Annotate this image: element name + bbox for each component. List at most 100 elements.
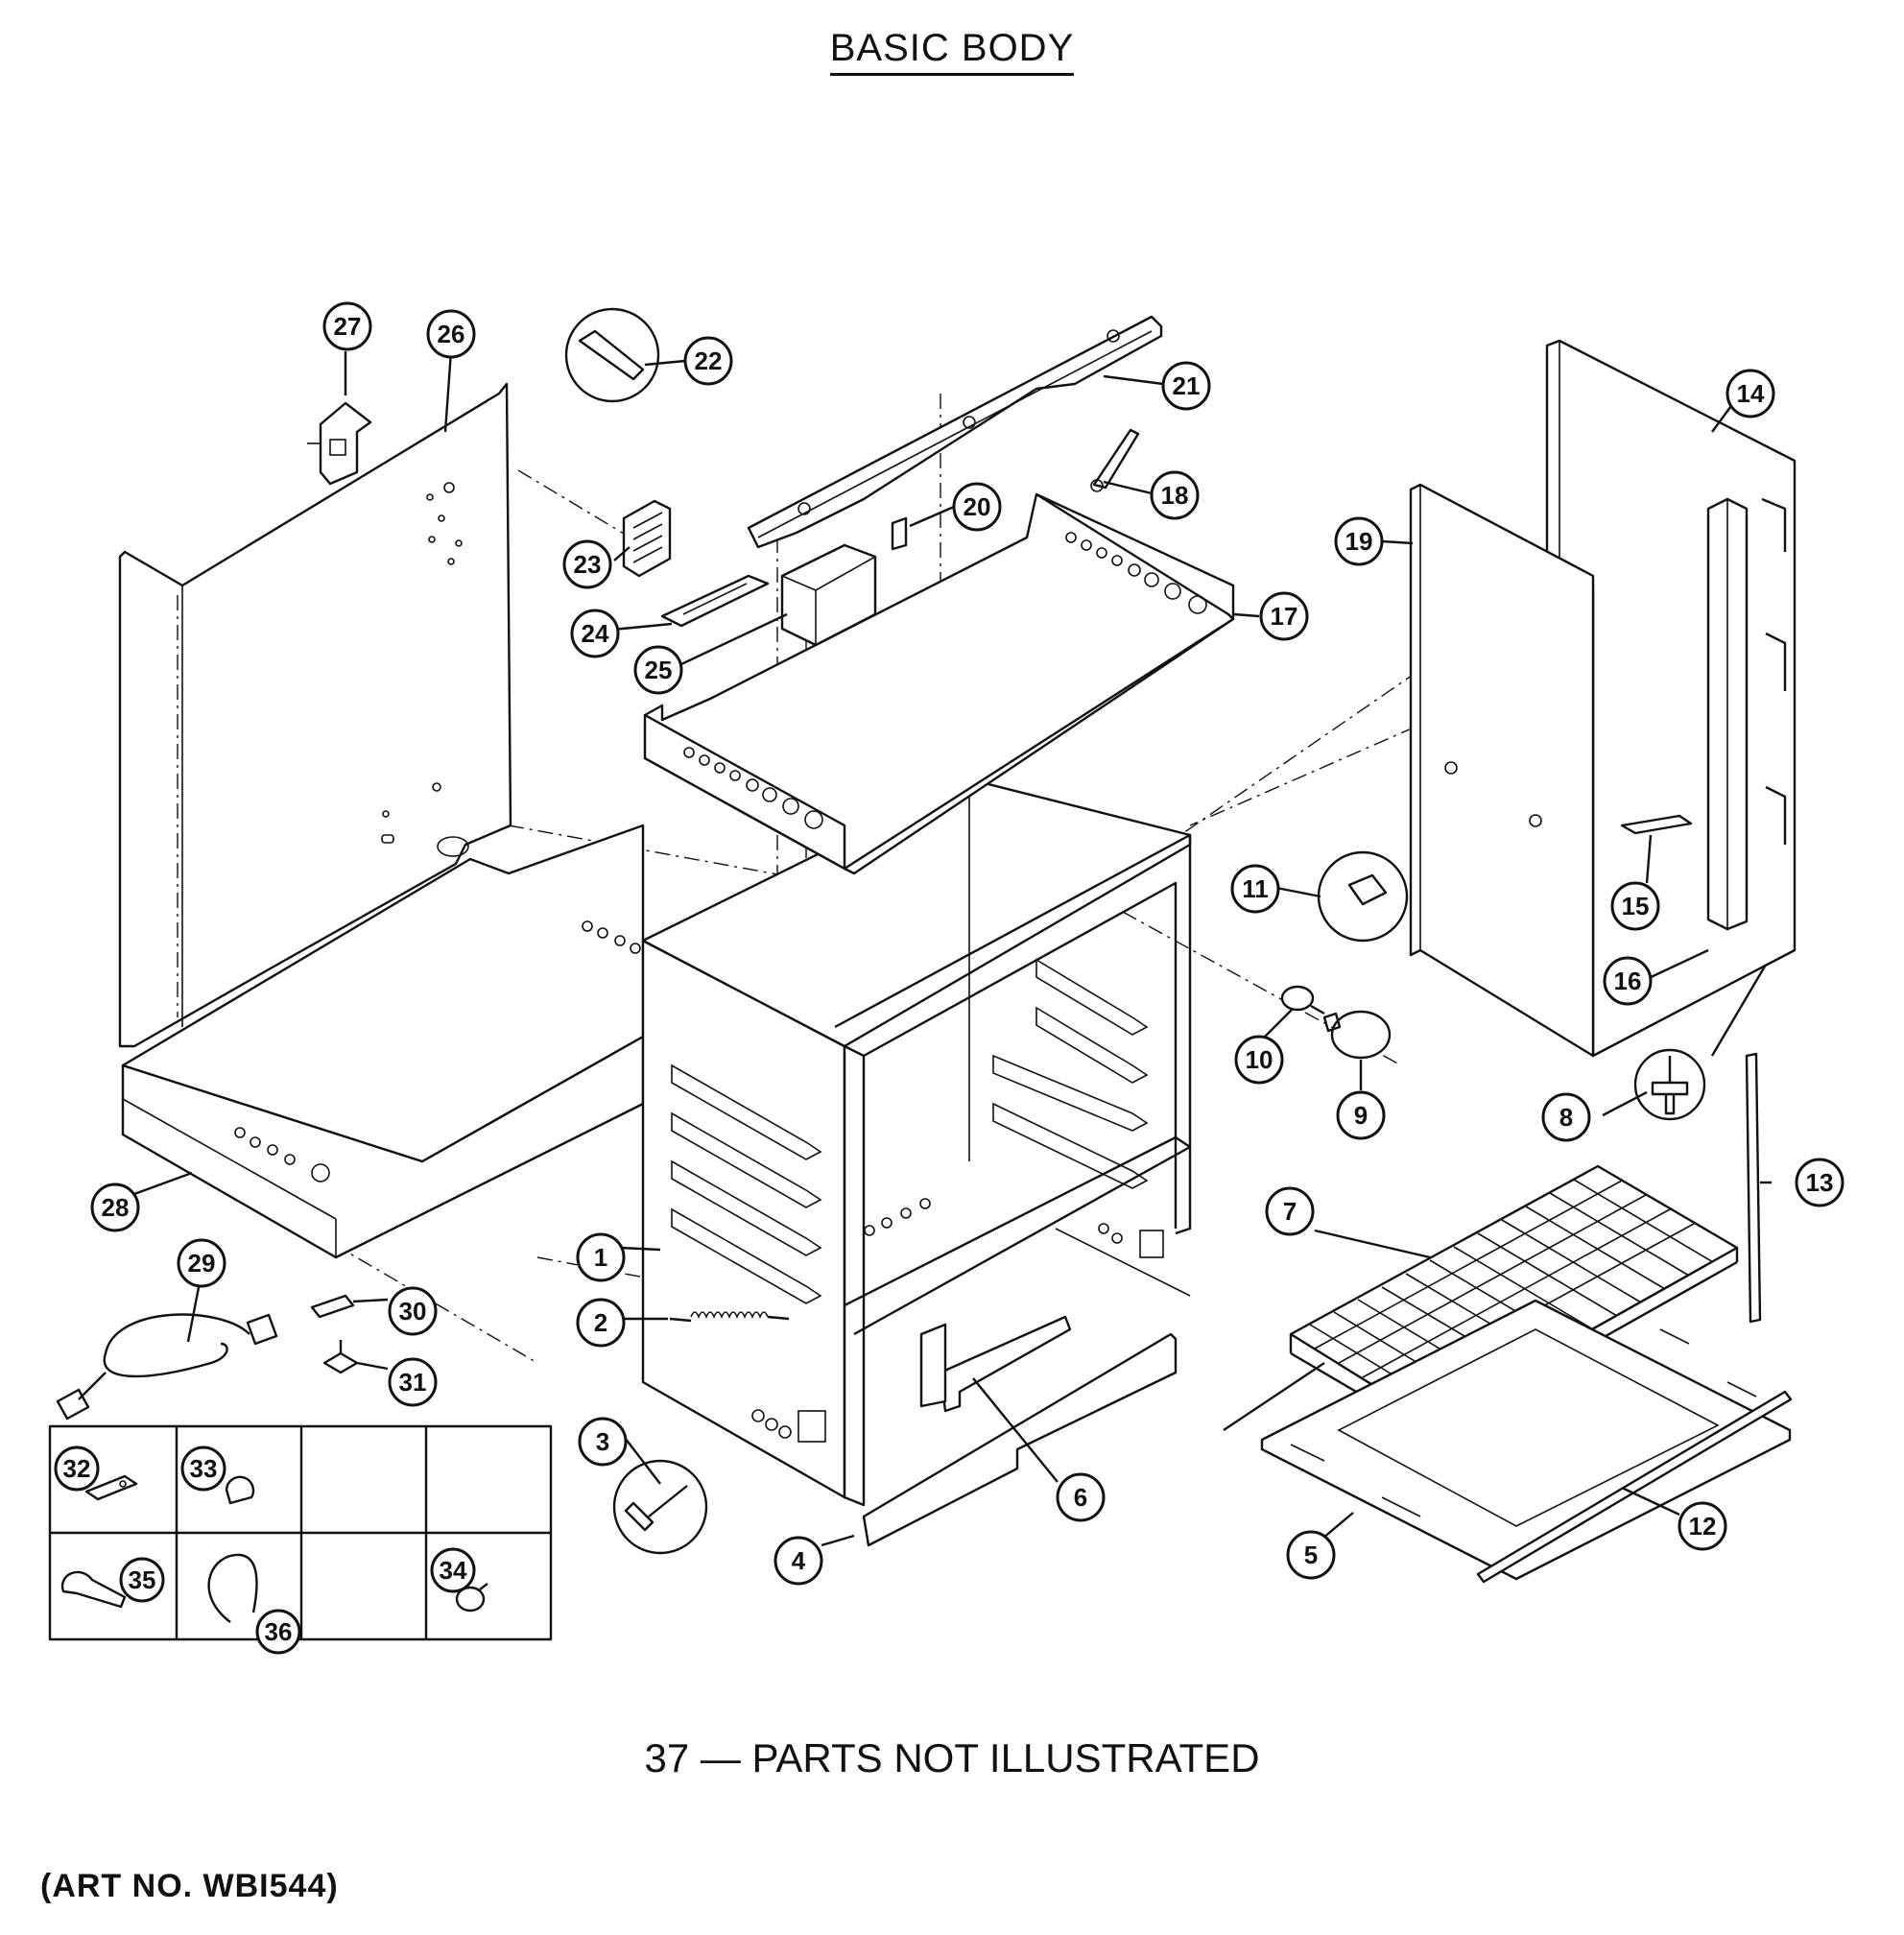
part-socket bbox=[1280, 985, 1325, 1015]
callout-25: 25 bbox=[633, 645, 683, 695]
callout-26: 26 bbox=[426, 309, 476, 359]
part-slot-plate bbox=[660, 574, 770, 628]
callout-30-label: 30 bbox=[399, 1297, 427, 1326]
callout-13: 13 bbox=[1795, 1158, 1844, 1207]
callout-32: 32 bbox=[54, 1445, 100, 1492]
callout-7-label: 7 bbox=[1283, 1197, 1297, 1226]
callout-9: 9 bbox=[1336, 1090, 1386, 1140]
callout-26-label: 26 bbox=[438, 320, 465, 348]
callout-19-label: 19 bbox=[1345, 527, 1373, 556]
leader-lines bbox=[133, 350, 1772, 1547]
callout-3-label: 3 bbox=[596, 1427, 609, 1456]
callout-25-label: 25 bbox=[645, 656, 673, 684]
part-terminal-block bbox=[622, 499, 672, 578]
inset-parts-grid bbox=[48, 1424, 553, 1641]
callout-15-label: 15 bbox=[1622, 892, 1650, 920]
part-base bbox=[121, 824, 645, 1259]
callout-7: 7 bbox=[1265, 1186, 1315, 1236]
part-strip bbox=[1476, 1390, 1793, 1584]
callout-6-label: 6 bbox=[1074, 1483, 1087, 1512]
part-clip bbox=[1090, 428, 1140, 492]
callout-35: 35 bbox=[119, 1557, 165, 1603]
callout-34: 34 bbox=[430, 1547, 476, 1593]
callout-22-label: 22 bbox=[695, 346, 723, 375]
callout-23-label: 23 bbox=[574, 550, 602, 579]
callout-18: 18 bbox=[1150, 470, 1200, 520]
callout-19: 19 bbox=[1334, 516, 1384, 566]
callout-36-label: 36 bbox=[265, 1617, 293, 1646]
callout-17: 17 bbox=[1259, 591, 1309, 641]
callout-16: 16 bbox=[1603, 956, 1653, 1006]
callout-12-label: 12 bbox=[1689, 1512, 1717, 1541]
part-leveler bbox=[1633, 1048, 1706, 1121]
part-top-rail bbox=[747, 315, 1163, 549]
callout-10-label: 10 bbox=[1246, 1045, 1273, 1074]
callout-31-label: 31 bbox=[399, 1368, 427, 1397]
part-rear-panel bbox=[118, 382, 512, 1048]
part-channel bbox=[1706, 497, 1749, 931]
callout-18-label: 18 bbox=[1161, 481, 1189, 510]
callout-15: 15 bbox=[1610, 881, 1660, 931]
callout-14: 14 bbox=[1726, 369, 1775, 418]
callout-22: 22 bbox=[683, 336, 733, 386]
part-small-bracket bbox=[1620, 814, 1693, 835]
callout-12: 12 bbox=[1678, 1501, 1727, 1551]
callout-21: 21 bbox=[1161, 361, 1211, 411]
callout-36: 36 bbox=[255, 1609, 301, 1655]
callout-5: 5 bbox=[1286, 1530, 1336, 1580]
callout-31: 31 bbox=[388, 1357, 438, 1407]
callout-32-label: 32 bbox=[63, 1454, 91, 1483]
callout-20-label: 20 bbox=[964, 492, 991, 521]
part-bulb bbox=[1322, 1010, 1392, 1060]
part-bottom-panel bbox=[1260, 1299, 1792, 1581]
part-spring bbox=[669, 1311, 790, 1323]
part-power-cord bbox=[56, 1313, 278, 1421]
callout-13-label: 13 bbox=[1806, 1168, 1834, 1197]
callout-30: 30 bbox=[388, 1286, 438, 1336]
callout-5-label: 5 bbox=[1304, 1541, 1318, 1569]
part-inner-panel bbox=[1409, 483, 1595, 1058]
part-top-tray bbox=[643, 492, 1235, 875]
part-lamp-holder bbox=[1317, 850, 1409, 943]
callout-16-label: 16 bbox=[1614, 967, 1642, 995]
art-number: (ART NO. WBI544) bbox=[40, 1868, 339, 1904]
callout-14-label: 14 bbox=[1737, 379, 1765, 408]
part-junction-box bbox=[780, 543, 877, 647]
callout-33: 33 bbox=[180, 1445, 226, 1492]
part-detail-circle bbox=[564, 307, 660, 403]
callout-27: 27 bbox=[322, 301, 372, 351]
callout-1-label: 1 bbox=[594, 1243, 607, 1272]
part-hinge-bracket bbox=[919, 1315, 1072, 1413]
part-grommet bbox=[322, 1340, 359, 1374]
callout-17-label: 17 bbox=[1271, 602, 1298, 631]
callout-28: 28 bbox=[90, 1182, 140, 1232]
callout-1: 1 bbox=[576, 1232, 626, 1282]
part-pin bbox=[891, 516, 908, 551]
part-bolt bbox=[612, 1459, 708, 1555]
callout-21-label: 21 bbox=[1173, 371, 1201, 400]
callout-4-label: 4 bbox=[792, 1546, 806, 1575]
callout-24-label: 24 bbox=[582, 619, 609, 648]
callout-29: 29 bbox=[177, 1238, 226, 1288]
callout-9-label: 9 bbox=[1354, 1101, 1368, 1130]
diagram-title-text: BASIC BODY bbox=[829, 27, 1075, 76]
callout-2-label: 2 bbox=[594, 1308, 607, 1337]
callout-8: 8 bbox=[1541, 1092, 1591, 1142]
callout-28-label: 28 bbox=[102, 1193, 130, 1222]
callout-4: 4 bbox=[774, 1536, 823, 1586]
callout-24: 24 bbox=[570, 609, 620, 658]
callout-11-label: 11 bbox=[1242, 874, 1269, 903]
part-bracket bbox=[307, 401, 372, 486]
callout-6: 6 bbox=[1056, 1472, 1106, 1522]
callout-3: 3 bbox=[578, 1417, 628, 1467]
callout-29-label: 29 bbox=[188, 1249, 216, 1278]
part-oven-body bbox=[641, 777, 1192, 1507]
callout-8-label: 8 bbox=[1559, 1103, 1573, 1132]
part-clamp bbox=[310, 1294, 355, 1319]
part-rod bbox=[1745, 1052, 1762, 1324]
diagram-title: BASIC BODY bbox=[0, 27, 1904, 76]
callout-23: 23 bbox=[562, 539, 612, 589]
callout-33-label: 33 bbox=[190, 1454, 218, 1483]
callout-11: 11 bbox=[1230, 864, 1280, 914]
